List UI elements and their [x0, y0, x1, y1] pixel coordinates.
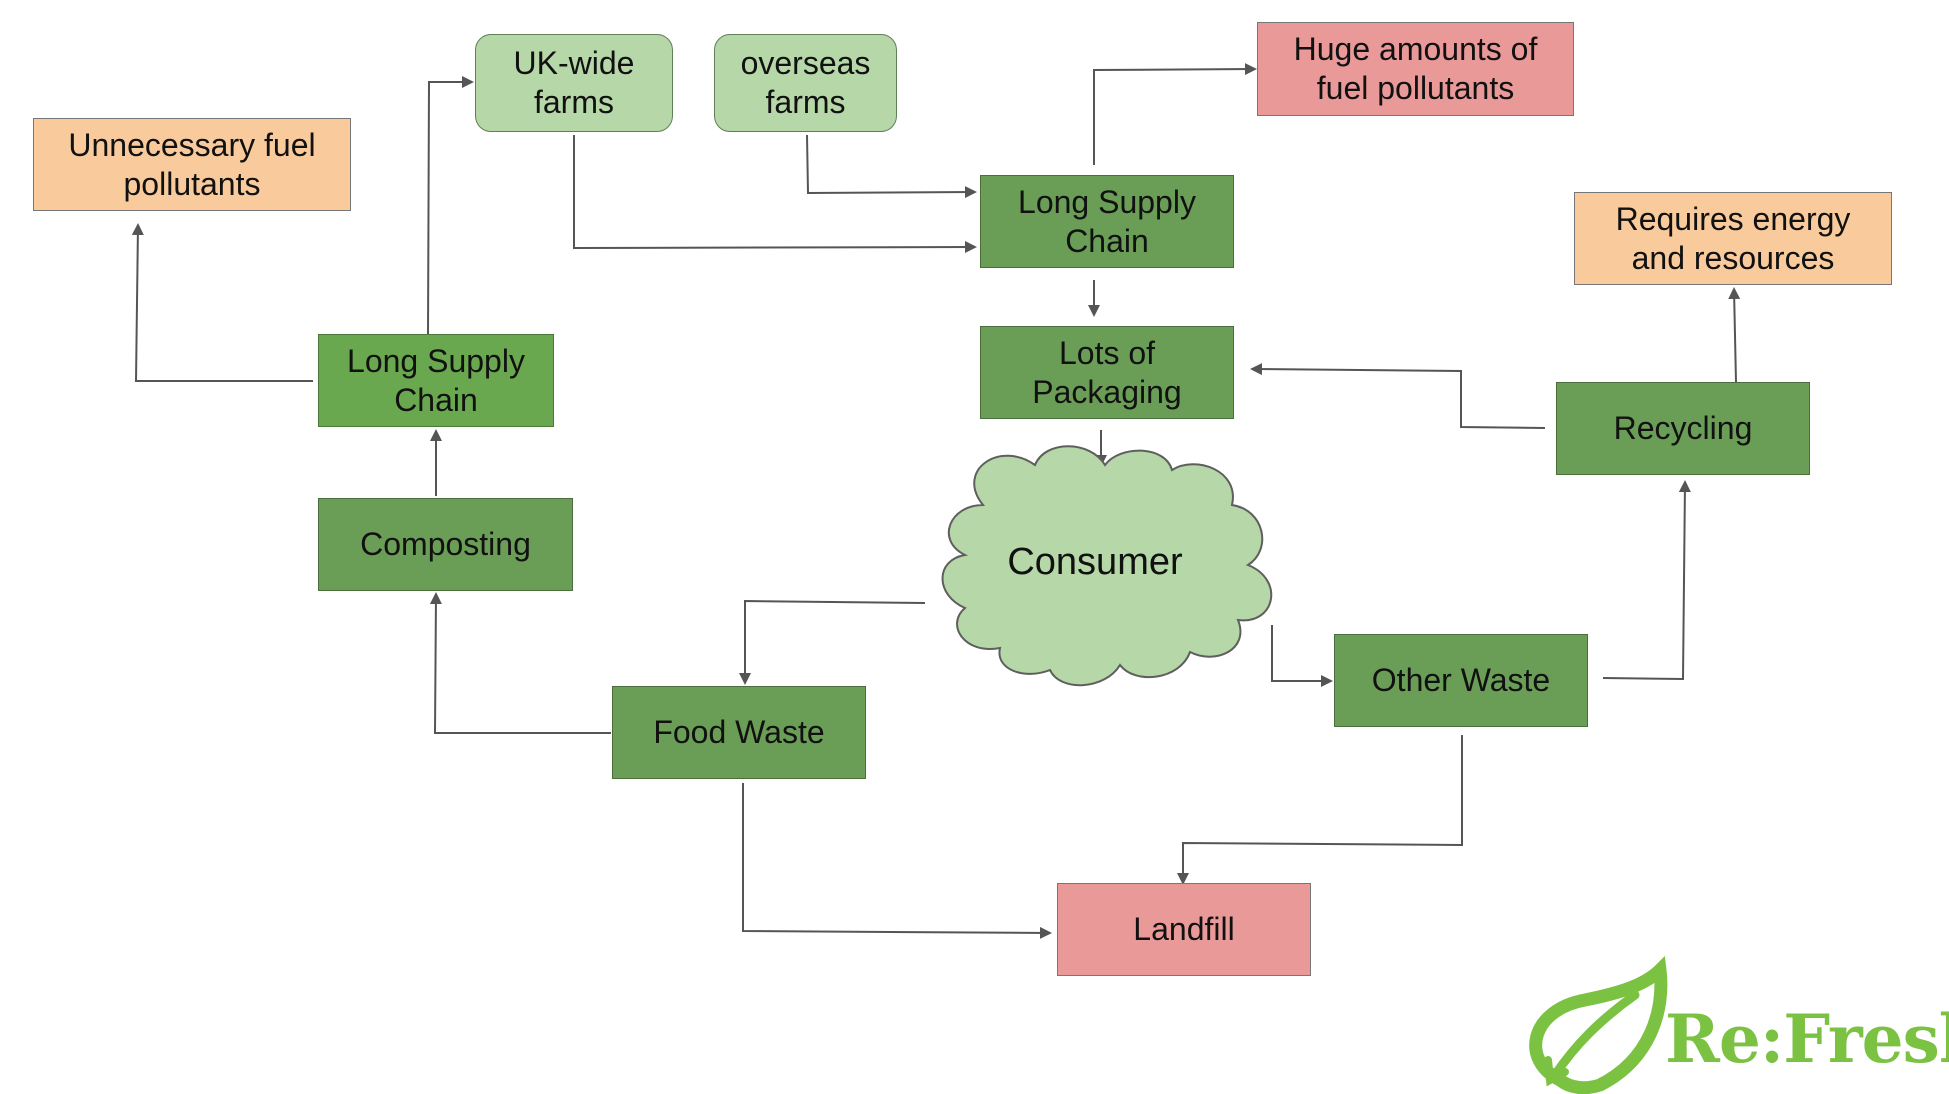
composting-label: Composting: [360, 526, 531, 562]
leaf-icon: [1529, 956, 1668, 1094]
arrow-food-waste-to-composting: [429, 592, 611, 734]
arrow-consumer-to-other-waste: [1271, 625, 1333, 687]
overseas-farms-label: overseas farms: [740, 45, 871, 120]
huge-fuel-pollutants-label: Huge amounts of fuel pollutants: [1293, 31, 1538, 106]
landfill-label: Landfill: [1133, 911, 1235, 947]
food-waste-label: Food Waste: [653, 714, 825, 750]
long-supply-chain-left-label: Long Supply Chain: [347, 342, 525, 418]
uk-wide-farms-label: UK-wide farms: [513, 45, 635, 120]
arrow-lsc-left-to-unnecessary-fuel: [131, 223, 313, 382]
long-supply-chain-top-label: Long Supply Chain: [1018, 183, 1196, 259]
huge-fuel-pollutants-node: Huge amounts of fuel pollutants: [1257, 22, 1574, 116]
arrow-lsc-left-to-uk-farms: [427, 76, 474, 336]
arrow-consumer-to-food-waste: [739, 599, 926, 685]
arrow-other-waste-to-recycling: [1602, 480, 1691, 681]
arrow-other-waste-to-landfill: [1177, 735, 1463, 885]
arrow-recycling-to-requires-energy: [1728, 287, 1741, 383]
unnecessary-fuel-pollutants-label: Unnecessary fuel pollutants: [68, 126, 316, 202]
overseas-farms-node: overseas farms: [714, 34, 897, 132]
composting-node: Composting: [318, 498, 573, 591]
long-supply-chain-top-node: Long Supply Chain: [980, 175, 1234, 268]
arrow-recycling-to-packaging: [1250, 363, 1546, 429]
consumer-label: Consumer: [1007, 541, 1183, 583]
landfill-node: Landfill: [1057, 883, 1311, 976]
consumer-cloud: [941, 445, 1273, 687]
lots-of-packaging-node: Lots of Packaging: [980, 326, 1234, 419]
long-supply-chain-left-node: Long Supply Chain: [318, 334, 554, 427]
lots-of-packaging-label: Lots of Packaging: [1032, 334, 1182, 410]
arrow-food-waste-to-landfill: [742, 783, 1052, 939]
arrow-uk-farms-to-lsc-top: [573, 135, 977, 254]
uk-wide-farms-node: UK-wide farms: [475, 34, 673, 132]
arrow-overseas-to-lsc-top: [806, 134, 977, 199]
refresh-logo-text: Re:Fresh: [1665, 1000, 1949, 1078]
arrow-lsc-top-to-huge-fuel: [1093, 63, 1257, 165]
other-waste-node: Other Waste: [1334, 634, 1588, 727]
recycling-label: Recycling: [1613, 410, 1753, 446]
requires-energy-node: Requires energy and resources: [1574, 192, 1892, 285]
requires-energy-label: Requires energy and resources: [1615, 200, 1851, 276]
recycling-node: Recycling: [1556, 382, 1810, 475]
food-waste-node: Food Waste: [612, 686, 866, 779]
unnecessary-fuel-pollutants-node: Unnecessary fuel pollutants: [33, 118, 351, 211]
other-waste-label: Other Waste: [1371, 662, 1551, 698]
